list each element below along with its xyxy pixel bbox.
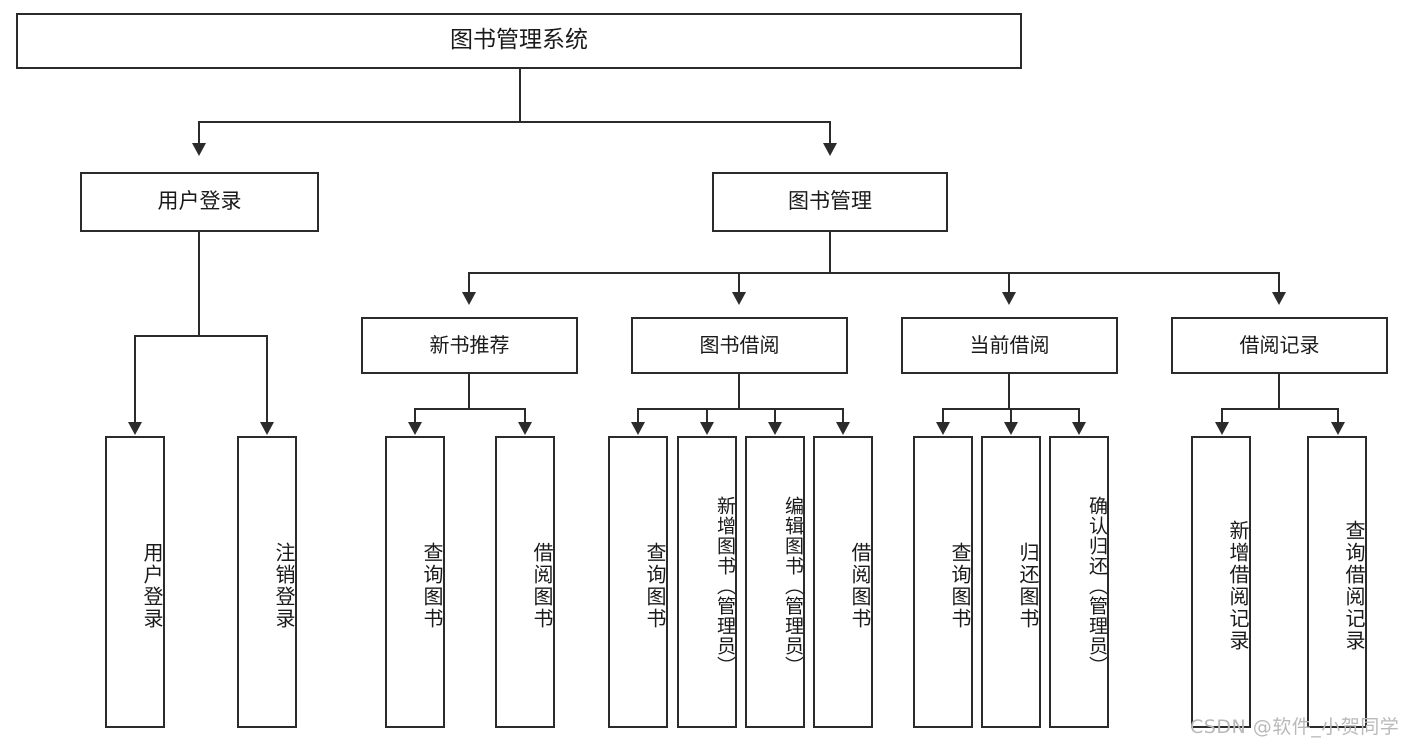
arrowhead-current-leaf-3 — [1072, 422, 1086, 435]
arrowhead-borrow-leaf-4 — [836, 422, 850, 435]
connector-bookmgmt-stem — [829, 232, 831, 273]
leaf-current-confirm-return-admin[interactable]: 确认归还（管理员） — [1049, 436, 1109, 728]
connector-newbook-l1 — [414, 408, 416, 423]
connector-bookmgmt-to-records — [1278, 272, 1280, 293]
connector-root-to-bookmgmt — [829, 121, 831, 144]
leaf-borrow-edit-book-admin[interactable]: 编辑图书（管理员） — [745, 436, 805, 728]
connector-root-to-login — [198, 121, 200, 144]
node-current-borrow[interactable]: 当前借阅 — [901, 317, 1118, 374]
connector-newbook-bus — [414, 408, 526, 410]
connector-records-stem — [1278, 374, 1280, 409]
arrowhead-newbook-leaf-1 — [408, 422, 422, 435]
arrowhead-current-leaf-2 — [1004, 422, 1018, 435]
connector-current-l3 — [1078, 408, 1080, 423]
leaf-borrow-add-book-admin[interactable]: 新增图书（管理员） — [677, 436, 737, 728]
arrowhead-records-leaf-2 — [1331, 422, 1345, 435]
connector-bookmgmt-to-newbook — [468, 272, 470, 293]
connector-login-right — [266, 335, 268, 423]
arrowhead-records-leaf-1 — [1215, 422, 1229, 435]
connector-bookmgmt-to-current — [1008, 272, 1010, 293]
arrowhead-current-leaf-1 — [936, 422, 950, 435]
arrowhead-bookmgmt-to-records — [1272, 292, 1286, 305]
connector-newbook-l2 — [524, 408, 526, 423]
leaf-borrow-borrow-books[interactable]: 借阅图书 — [813, 436, 873, 728]
leaf-records-query-record[interactable]: 查询借阅记录 — [1307, 436, 1367, 728]
connector-current-l2 — [1010, 408, 1012, 423]
connector-current-l1 — [942, 408, 944, 423]
arrowhead-borrow-leaf-2 — [700, 422, 714, 435]
leaf-logout-login[interactable]: 注销登录 — [237, 436, 297, 728]
connector-login-left — [134, 335, 136, 423]
connector-root-bus — [198, 121, 831, 123]
arrowhead-login-leaf-1 — [128, 422, 142, 435]
leaf-records-add-record[interactable]: 新增借阅记录 — [1191, 436, 1251, 728]
node-book-borrow[interactable]: 图书借阅 — [631, 317, 848, 374]
connector-borrow-l3 — [774, 408, 776, 423]
connector-records-l1 — [1221, 408, 1223, 423]
connector-login-stem — [198, 232, 200, 336]
connector-bookmgmt-to-borrow — [738, 272, 740, 293]
arrowhead-login-leaf-2 — [260, 422, 274, 435]
connector-records-bus — [1221, 408, 1339, 410]
arrowhead-newbook-leaf-2 — [518, 422, 532, 435]
arrowhead-bookmgmt-to-current — [1002, 292, 1016, 305]
arrowhead-root-to-bookmgmt — [823, 143, 837, 156]
node-new-book-recommend[interactable]: 新书推荐 — [361, 317, 578, 374]
connector-newbook-stem — [468, 374, 470, 409]
arrowhead-borrow-leaf-1 — [631, 422, 645, 435]
connector-root-stem — [519, 69, 521, 122]
connector-borrow-l2 — [706, 408, 708, 423]
leaf-newbook-borrow-books[interactable]: 借阅图书 — [495, 436, 555, 728]
connector-bookmgmt-bus — [468, 272, 1280, 274]
node-root-system[interactable]: 图书管理系统 — [16, 13, 1022, 69]
leaf-borrow-query-books[interactable]: 查询图书 — [608, 436, 668, 728]
arrowhead-bookmgmt-to-borrow — [732, 292, 746, 305]
node-book-management[interactable]: 图书管理 — [712, 172, 948, 232]
csdn-watermark: CSDN @软件_小贺同学 — [1190, 716, 1400, 738]
leaf-newbook-query-books[interactable]: 查询图书 — [385, 436, 445, 728]
arrowhead-borrow-leaf-3 — [768, 422, 782, 435]
connector-borrow-stem — [738, 374, 740, 409]
arrowhead-root-to-login — [192, 143, 206, 156]
connector-records-l2 — [1337, 408, 1339, 423]
leaf-current-query-books[interactable]: 查询图书 — [913, 436, 973, 728]
connector-borrow-l4 — [842, 408, 844, 423]
arrowhead-bookmgmt-to-newbook — [462, 292, 476, 305]
node-user-login[interactable]: 用户登录 — [80, 172, 319, 232]
leaf-current-return-books[interactable]: 归还图书 — [981, 436, 1041, 728]
node-borrow-records[interactable]: 借阅记录 — [1171, 317, 1388, 374]
connector-borrow-l1 — [637, 408, 639, 423]
connector-login-bus — [134, 335, 268, 337]
connector-borrow-bus — [637, 408, 844, 410]
leaf-user-login[interactable]: 用户登录 — [105, 436, 165, 728]
connector-current-stem — [1008, 374, 1010, 409]
